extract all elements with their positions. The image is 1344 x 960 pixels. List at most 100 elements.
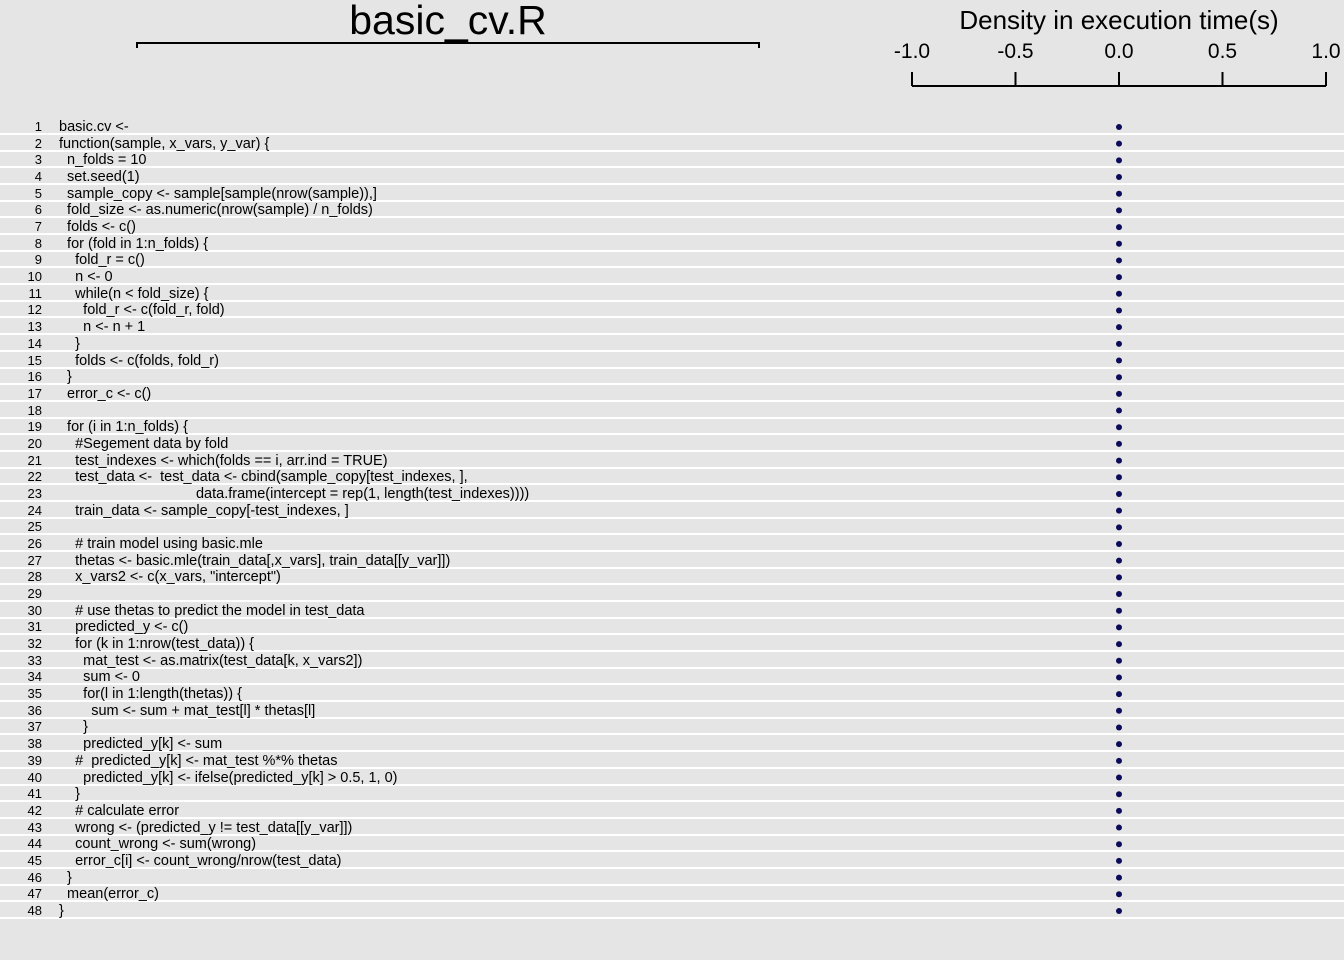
line-number: 45 xyxy=(27,852,42,868)
line-separator xyxy=(0,366,1344,369)
line-code: wrong <- (predicted_y != test_data[[y_va… xyxy=(59,819,353,836)
line-separator xyxy=(0,416,1344,419)
line-separator xyxy=(0,149,1344,152)
code-line: 12 fold_r <- c(fold_r, fold) xyxy=(0,302,1344,319)
line-number: 24 xyxy=(27,502,42,518)
line-separator xyxy=(0,583,1344,586)
code-line: 34 sum <- 0 xyxy=(0,669,1344,686)
line-separator xyxy=(0,133,1344,135)
line-number: 4 xyxy=(34,169,42,185)
code-line: 39 # predicted_y[k] <- mat_test %*% thet… xyxy=(0,753,1344,770)
line-separator xyxy=(0,716,1344,719)
code-line: 46 } xyxy=(0,870,1344,887)
line-number: 5 xyxy=(34,185,42,201)
line-number: 23 xyxy=(27,485,42,501)
code-line: 37 } xyxy=(0,719,1344,736)
code-line: 27 thetas <- basic.mle(train_data[,x_var… xyxy=(0,553,1344,570)
title-underline xyxy=(136,42,760,44)
code-line: 42 # calculate error xyxy=(0,803,1344,820)
line-number: 14 xyxy=(27,335,42,351)
line-number: 8 xyxy=(34,235,42,251)
line-code: n <- n + 1 xyxy=(59,319,146,336)
line-number: 28 xyxy=(27,569,42,585)
line-separator xyxy=(0,299,1344,302)
line-separator xyxy=(0,683,1344,686)
line-separator xyxy=(0,566,1344,569)
line-number: 22 xyxy=(27,469,42,485)
line-number: 21 xyxy=(27,452,42,468)
title-underline-left-tick xyxy=(136,42,138,48)
line-separator xyxy=(0,816,1344,819)
x-tick-label: 0.0 xyxy=(1104,40,1133,63)
line-number: 39 xyxy=(27,752,42,768)
line-number: 46 xyxy=(27,869,42,885)
line-code: thetas <- basic.mle(train_data[,x_vars],… xyxy=(59,552,451,569)
line-number: 1 xyxy=(34,119,42,134)
line-code: while(n < fold_size) { xyxy=(59,285,209,302)
line-separator xyxy=(0,166,1344,169)
line-separator xyxy=(0,633,1344,636)
code-line: 9 fold_r = c() xyxy=(0,252,1344,269)
code-line: 13 n <- n + 1 xyxy=(0,319,1344,336)
line-code: mean(error_c) xyxy=(59,886,159,903)
line-code: function(sample, x_vars, y_var) { xyxy=(59,135,270,152)
code-line: 45 error_c[i] <- count_wrong/nrow(test_d… xyxy=(0,853,1344,870)
line-separator xyxy=(0,900,1344,903)
line-number: 18 xyxy=(27,402,42,418)
line-number: 42 xyxy=(27,802,42,818)
line-code: sum <- 0 xyxy=(59,669,140,686)
code-line: 47 mean(error_c) xyxy=(0,886,1344,903)
line-separator xyxy=(0,233,1344,236)
line-code: for (i in 1:n_folds) { xyxy=(59,419,188,436)
line-number: 35 xyxy=(27,686,42,702)
line-separator xyxy=(0,533,1344,536)
line-number: 36 xyxy=(27,702,42,718)
code-line: 5 sample_copy <- sample[sample(nrow(samp… xyxy=(0,186,1344,203)
code-line: 31 predicted_y <- c() xyxy=(0,619,1344,636)
code-line: 3 n_folds = 10 xyxy=(0,152,1344,169)
line-number: 10 xyxy=(27,269,42,285)
line-number: 12 xyxy=(27,302,42,318)
line-separator xyxy=(0,800,1344,803)
code-line: 22 test_data <- test_data <- cbind(sampl… xyxy=(0,469,1344,486)
code-line: 35 for(l in 1:length(thetas)) { xyxy=(0,686,1344,703)
line-number: 40 xyxy=(27,769,42,785)
line-code: n <- 0 xyxy=(59,269,113,286)
line-number: 9 xyxy=(34,252,42,268)
code-line: 19 for (i in 1:n_folds) { xyxy=(0,419,1344,436)
line-number: 6 xyxy=(34,202,42,218)
code-line: 32 for (k in 1:nrow(test_data)) { xyxy=(0,636,1344,653)
line-code: # predicted_y[k] <- mat_test %*% thetas xyxy=(59,752,338,769)
line-code: } xyxy=(59,902,64,919)
code-line: 17 error_c <- c() xyxy=(0,386,1344,403)
line-number: 43 xyxy=(27,819,42,835)
line-separator xyxy=(0,483,1344,486)
code-line: 40 predicted_y[k] <- ifelse(predicted_y[… xyxy=(0,770,1344,787)
line-separator xyxy=(0,383,1344,386)
code-line: 43 wrong <- (predicted_y != test_data[[y… xyxy=(0,820,1344,837)
line-number: 44 xyxy=(27,836,42,852)
line-separator xyxy=(0,733,1344,736)
line-separator xyxy=(0,766,1344,769)
line-separator xyxy=(0,349,1344,352)
code-line: 6 fold_size <- as.numeric(nrow(sample) /… xyxy=(0,202,1344,219)
code-line: 24 train_data <- sample_copy[-test_index… xyxy=(0,503,1344,520)
code-line: 41 } xyxy=(0,786,1344,803)
line-number: 47 xyxy=(27,886,42,902)
line-code: test_indexes <- which(folds == i, arr.in… xyxy=(59,452,388,469)
line-separator xyxy=(0,866,1344,869)
file-title: basic_cv.R xyxy=(349,0,547,43)
line-code: # calculate error xyxy=(59,802,180,819)
line-code: error_c <- c() xyxy=(59,385,152,402)
line-separator xyxy=(0,199,1344,202)
line-code: #Segement data by fold xyxy=(59,435,229,452)
line-number: 11 xyxy=(28,285,43,301)
line-separator xyxy=(0,283,1344,286)
code-line: 4 set.seed(1) xyxy=(0,169,1344,186)
title-underline-right-tick xyxy=(758,42,760,48)
line-separator xyxy=(0,216,1344,219)
line-number: 37 xyxy=(27,719,42,735)
line-number: 26 xyxy=(27,536,42,551)
line-code: error_c[i] <- count_wrong/nrow(test_data… xyxy=(59,852,342,869)
line-separator xyxy=(0,266,1344,269)
